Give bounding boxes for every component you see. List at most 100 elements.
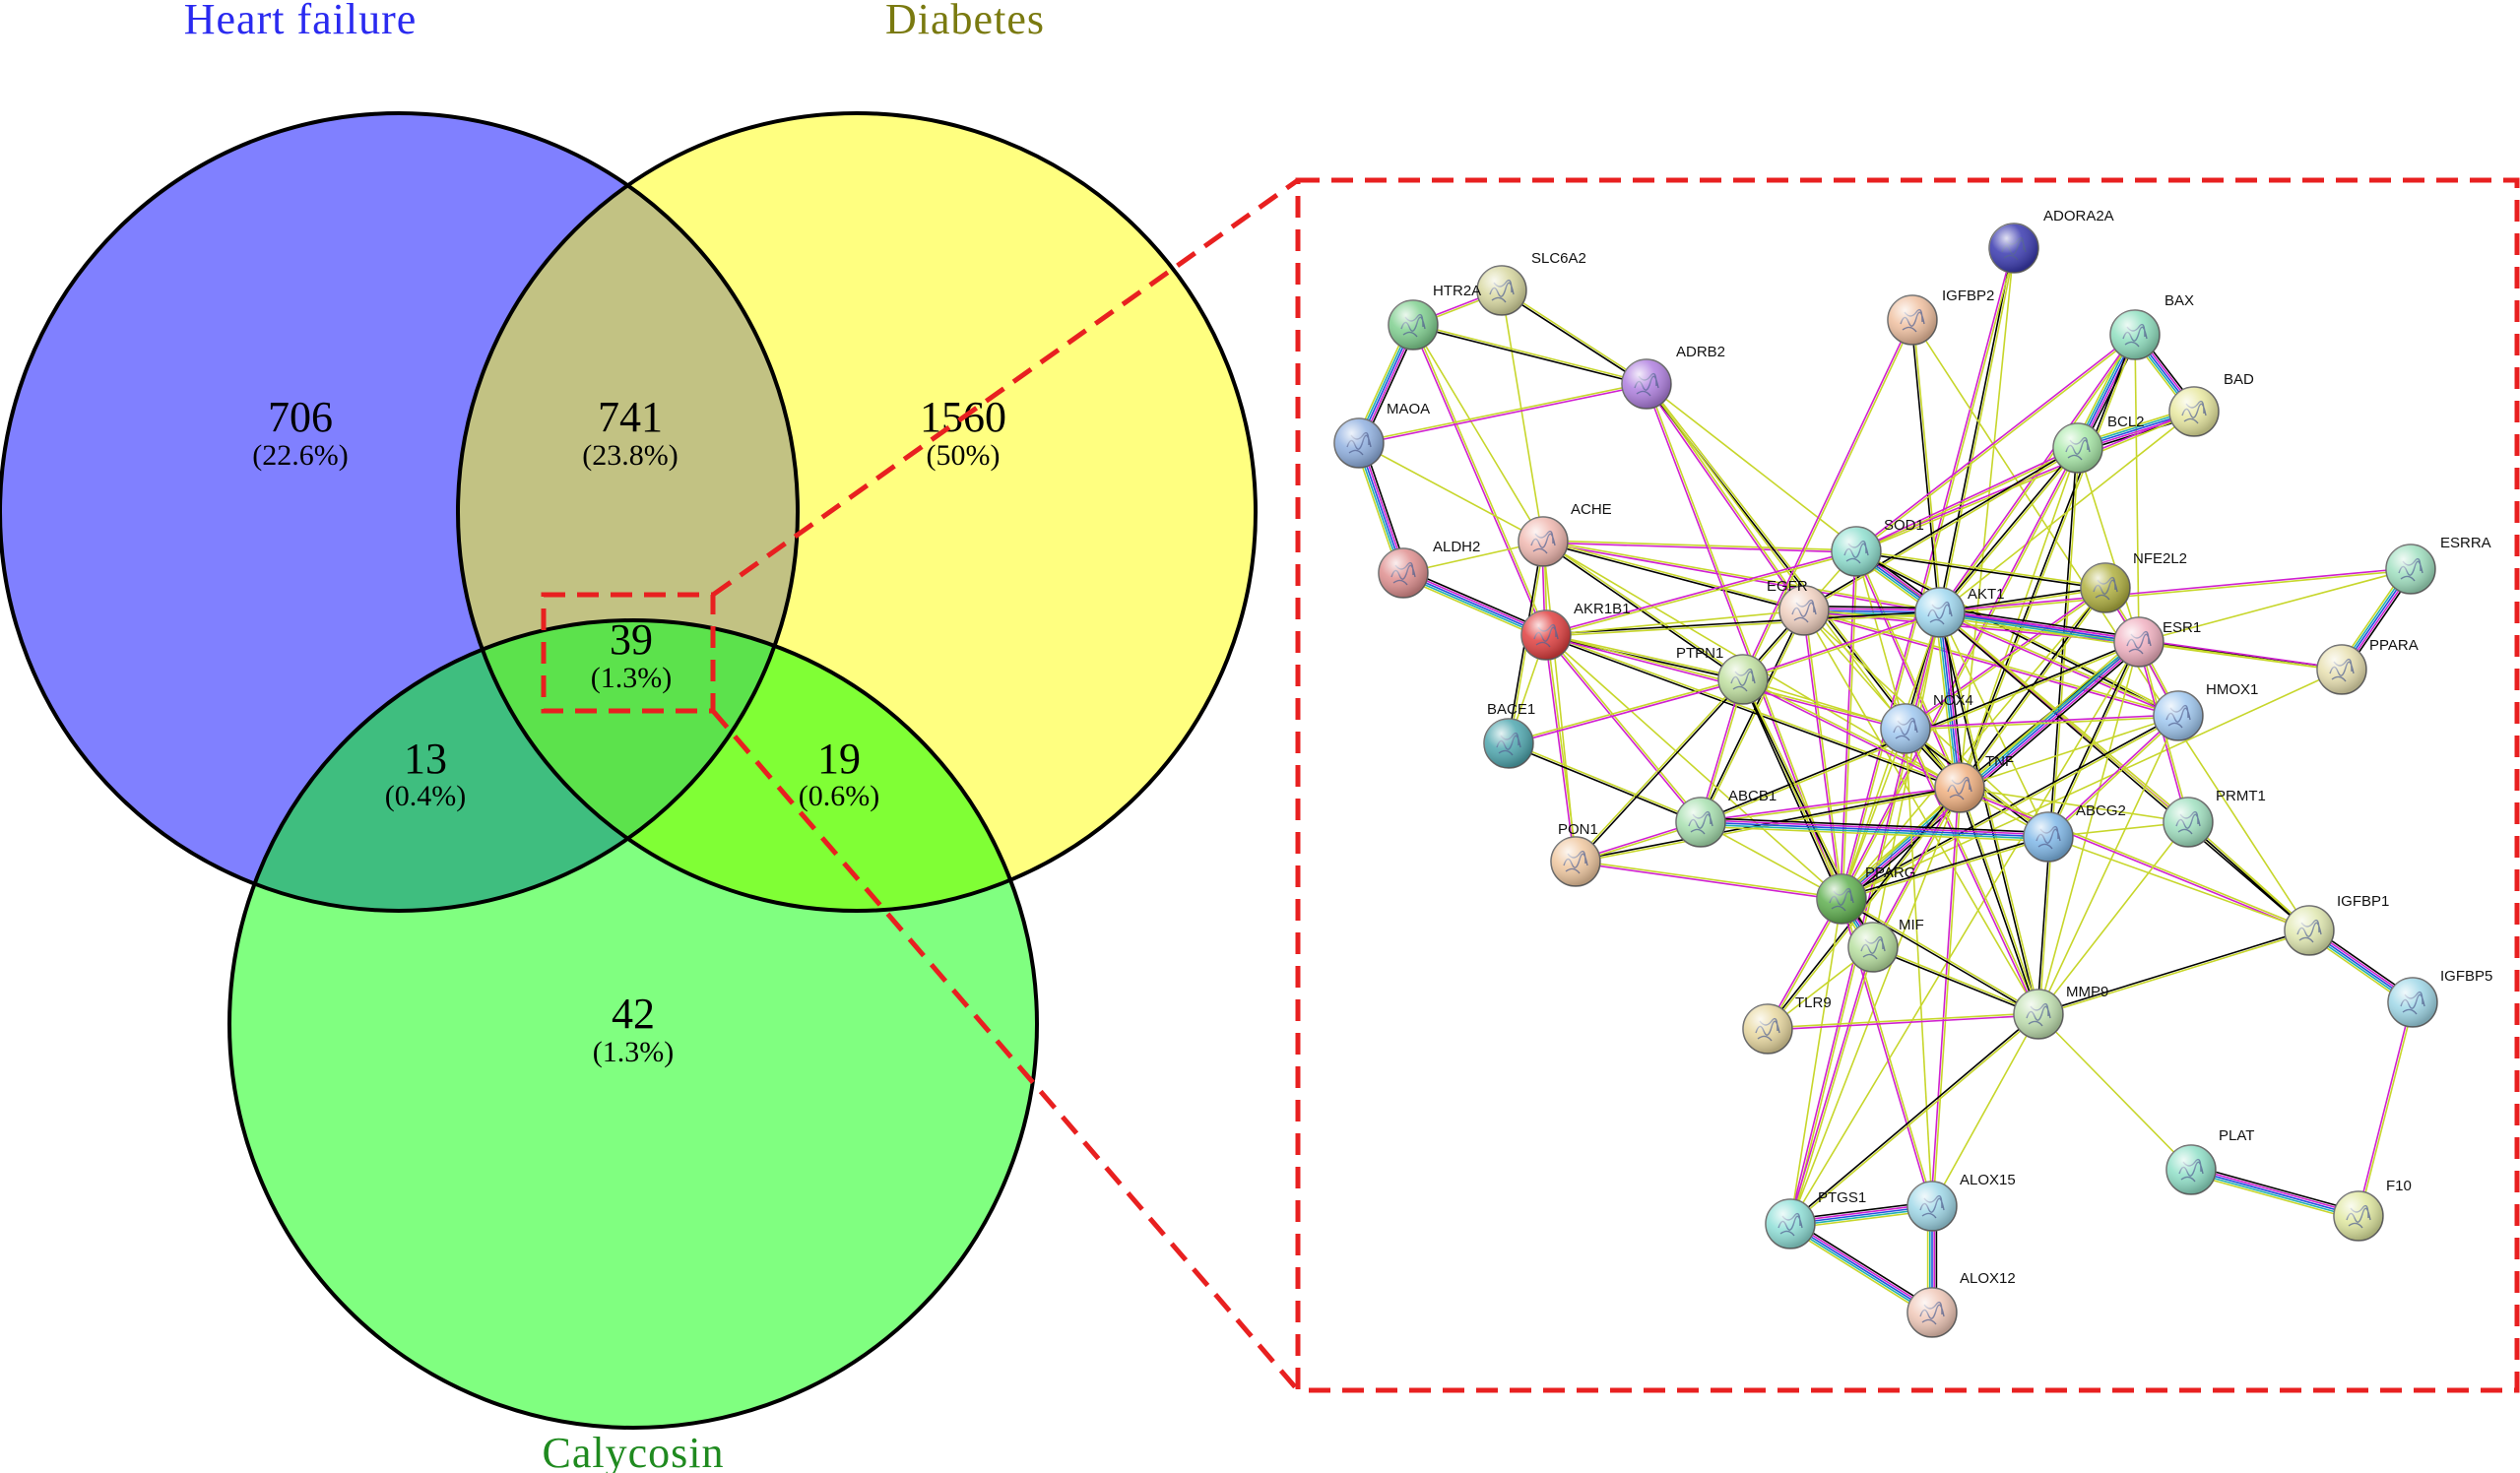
edge-strand	[1544, 635, 1576, 863]
edge-strand	[2037, 929, 2309, 1014]
edge-strand	[1400, 576, 1545, 640]
edge-strand	[1940, 610, 2179, 716]
set-title-calycosin: Calycosin	[543, 1429, 725, 1473]
node-f10[interactable]: F10	[2333, 1178, 2412, 1242]
node-esr1[interactable]: ESR1	[2113, 616, 2201, 668]
edge-strand	[1873, 788, 1962, 948]
node-mif[interactable]: MIF	[1847, 917, 1924, 973]
edge-strand	[1842, 837, 2049, 901]
node-esrra[interactable]: ESRRA	[2385, 535, 2491, 595]
edge-strand	[1576, 860, 1842, 899]
edge-strand	[1791, 1219, 1935, 1310]
edge-strand	[1960, 335, 2137, 789]
node-highlight	[1915, 588, 1965, 637]
node-abcb1[interactable]: ABCB1	[1675, 788, 1777, 848]
node-bad[interactable]: BAD	[2168, 371, 2254, 437]
node-label: HTR2A	[1433, 283, 1481, 299]
node-sod1[interactable]: SOD1	[1831, 517, 1924, 577]
node-akt1[interactable]: AKT1	[1914, 586, 2005, 638]
edge-abcg2-pparg	[1841, 835, 2049, 901]
node-highlight	[1477, 266, 1526, 315]
node-igfbp2[interactable]: IGFBP2	[1887, 288, 1994, 346]
edge-strand	[1508, 743, 1701, 824]
edge-esr1-mmp9	[2037, 641, 2140, 1015]
edge-adrb2-pparg	[1645, 383, 1843, 900]
node-hmox1[interactable]: HMOX1	[2153, 681, 2258, 741]
node-ptpn1[interactable]: PTPN1	[1676, 645, 1769, 705]
edge-nox4-mmp9	[1904, 728, 2040, 1015]
node-alox15[interactable]: ALOX15	[1906, 1172, 2016, 1232]
node-mmp9[interactable]: MMP9	[2013, 984, 2108, 1040]
node-slc6a2[interactable]: SLC6A2	[1476, 250, 1586, 316]
edge-egfr-hmox1	[1803, 608, 2179, 718]
edge-maoa-ache	[1358, 442, 1544, 543]
node-maoa[interactable]: MAOA	[1333, 401, 1430, 469]
edge-strand	[1939, 611, 1961, 789]
edge-strand	[2038, 448, 2080, 1015]
node-highlight	[1832, 527, 1881, 576]
edge-strand	[1932, 788, 1962, 1207]
node-adrb2[interactable]: ADRB2	[1621, 344, 1725, 410]
node-abcg2[interactable]: ABCG2	[2023, 802, 2126, 863]
node-plat[interactable]: PLAT	[2165, 1127, 2254, 1195]
edge-strand	[1413, 323, 1648, 384]
node-highlight	[1622, 359, 1671, 409]
node-label: ALDH2	[1433, 539, 1480, 555]
edge-strand	[1855, 446, 2078, 551]
edge-strand	[2188, 820, 2311, 930]
node-highlight	[1334, 418, 1384, 468]
edge-strand	[1838, 638, 2137, 897]
node-ache[interactable]: ACHE	[1518, 501, 1612, 567]
edge-maoa-adrb2	[1358, 382, 1648, 445]
node-ptgs1[interactable]: PTGS1	[1765, 1189, 1866, 1249]
edge-igfbp1-mmp9	[2037, 929, 2310, 1016]
edge-strand	[1855, 550, 1906, 730]
node-pparg[interactable]: PPARG	[1816, 865, 1915, 925]
edge-abcb1-abcg2	[1700, 816, 2049, 843]
edge-strand	[1842, 716, 2179, 901]
edge-strand	[1960, 786, 2310, 930]
node-akr1b1[interactable]: AKR1B1	[1520, 601, 1631, 661]
edge-strand	[1412, 325, 1647, 386]
region-hf-ca-count: 13	[404, 735, 447, 783]
node-nfe2l2[interactable]: NFE2L2	[2080, 550, 2187, 613]
node-label: BACE1	[1487, 701, 1535, 718]
node-prmt1[interactable]: PRMT1	[2163, 788, 2266, 848]
region-hf-dm-count: 741	[598, 393, 663, 441]
node-ppara[interactable]: PPARA	[2316, 637, 2419, 695]
node-htr2a[interactable]: HTR2A	[1388, 283, 1481, 351]
node-bcl2[interactable]: BCL2	[2052, 414, 2145, 474]
edge-strand	[1904, 586, 2105, 729]
node-bax[interactable]: BAX	[2109, 292, 2194, 360]
node-label: BCL2	[2107, 414, 2145, 430]
node-highlight	[1676, 798, 1725, 847]
region-dm-ca-count: 19	[817, 735, 861, 783]
node-igfbp5[interactable]: IGFBP5	[2387, 968, 2492, 1028]
edge-strand	[1576, 679, 1745, 864]
edge-strand	[1959, 247, 2015, 789]
edge-strand	[1856, 412, 2195, 553]
node-tlr9[interactable]: TLR9	[1742, 994, 1832, 1055]
edge-ache-akt1	[1542, 540, 1941, 614]
edge-strand	[1940, 611, 2040, 1014]
node-egfr[interactable]: EGFR	[1767, 578, 1830, 636]
node-aldh2[interactable]: ALDH2	[1378, 539, 1480, 599]
node-igfbp1[interactable]: IGFBP1	[2284, 893, 2389, 956]
edge-strand	[1939, 611, 2049, 838]
node-highlight	[2110, 310, 2160, 359]
edge-strand	[1910, 320, 1940, 613]
edge-bax-sod1	[1854, 333, 2137, 553]
node-adora2a[interactable]: ADORA2A	[1988, 208, 2114, 274]
node-label: PPARG	[1865, 865, 1915, 881]
edge-prmt1-igfbp1	[2186, 820, 2311, 932]
node-highlight	[1779, 586, 1829, 635]
edge-strand	[1856, 549, 2179, 716]
node-tnf[interactable]: TNF	[1934, 753, 2014, 813]
node-nox4[interactable]: NOX4	[1880, 692, 1973, 754]
node-alox12[interactable]: ALOX12	[1906, 1270, 2016, 1338]
node-pon1[interactable]: PON1	[1550, 821, 1601, 887]
region-dm-ca-pct: (0.6%)	[799, 780, 879, 812]
edge-strand	[1700, 825, 2048, 843]
node-bace1[interactable]: BACE1	[1483, 701, 1535, 769]
edge-strand	[1404, 568, 1549, 632]
